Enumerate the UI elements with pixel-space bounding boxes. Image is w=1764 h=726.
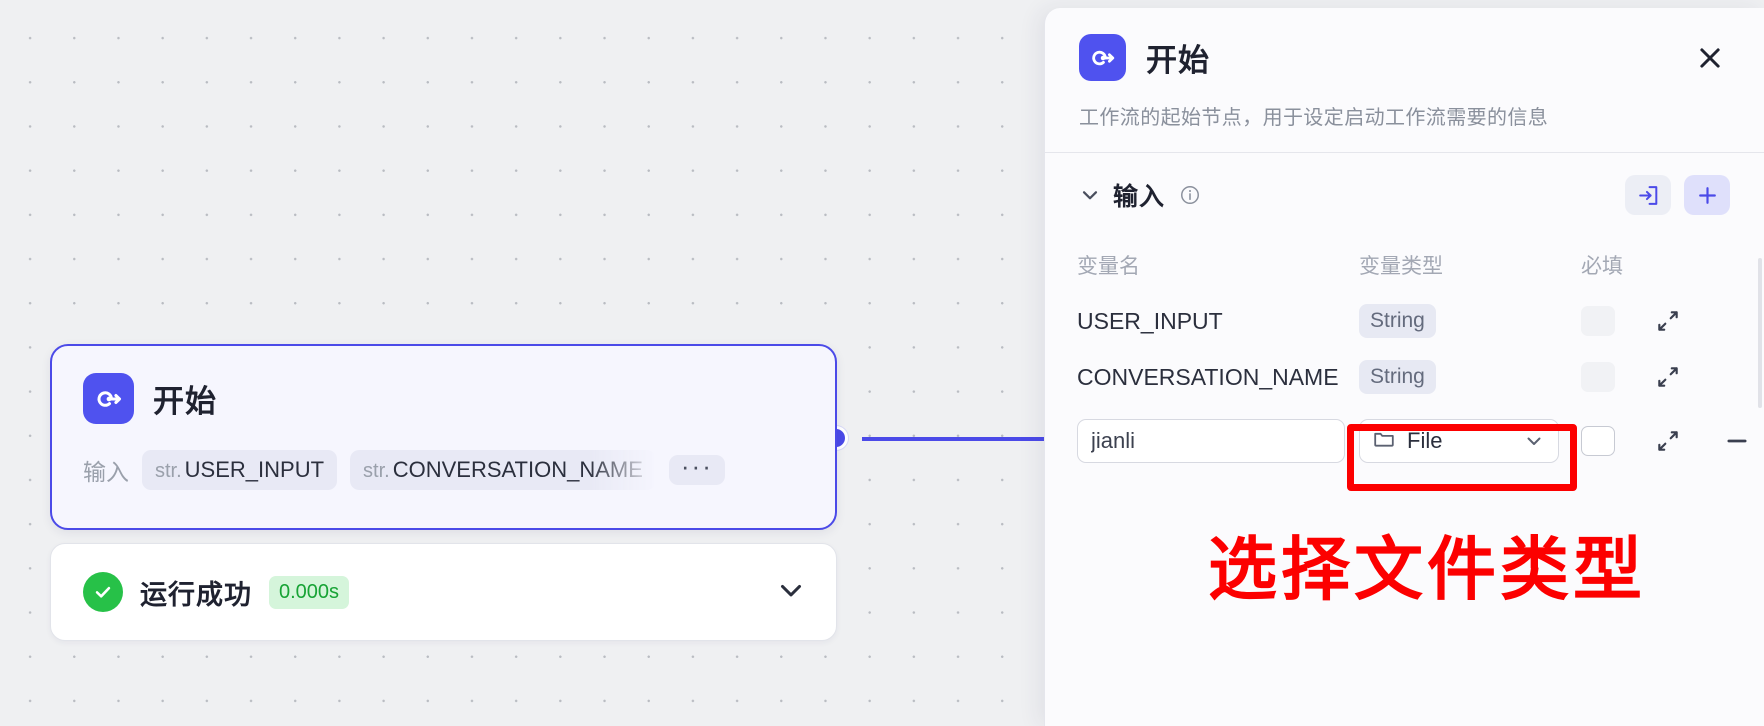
variable-name-cell: USER_INPUT	[1077, 307, 1223, 334]
chevron-down-icon[interactable]	[1522, 429, 1546, 453]
required-cell[interactable]	[1581, 362, 1655, 392]
inputs-section-header: 输入	[1045, 153, 1764, 215]
expand-arrows-icon[interactable]	[1655, 428, 1681, 454]
variable-name-input[interactable]	[1077, 419, 1345, 463]
required-checkbox[interactable]	[1581, 362, 1615, 392]
chevron-down-icon[interactable]	[774, 573, 808, 612]
required-cell[interactable]	[1581, 426, 1655, 456]
start-flow-icon	[1079, 34, 1126, 81]
panel-description: 工作流的起始节点，用于设定启动工作流需要的信息	[1079, 107, 1549, 129]
required-checkbox[interactable]	[1581, 426, 1615, 456]
panel-scrollbar[interactable]	[1758, 258, 1762, 408]
variable-type-select[interactable]: File	[1359, 419, 1559, 463]
variable-type-cell: String	[1359, 360, 1581, 394]
panel-divider	[1045, 152, 1764, 153]
panel-title: 开始	[1146, 43, 1210, 78]
inputs-table: 变量名 变量类型 必填 USER_INPUT String	[1045, 237, 1764, 477]
node-detail-panel: 开始 工作流的起始节点，用于设定启动工作流需要的信息 输入	[1044, 8, 1764, 726]
run-status-card[interactable]: 运行成功 0.000s	[50, 543, 837, 641]
row-actions	[1655, 364, 1717, 390]
required-cell[interactable]	[1581, 306, 1655, 336]
check-circle-icon	[83, 572, 123, 612]
chevron-down-icon[interactable]	[1077, 182, 1103, 208]
workflow-canvas[interactable]: 开始 输入 str. USER_INPUT str. CONVERSATION_…	[0, 0, 1052, 726]
table-row[interactable]: USER_INPUT String	[1077, 293, 1730, 349]
run-duration-badge: 0.000s	[269, 575, 350, 609]
variable-name-input-cell	[1077, 419, 1359, 463]
start-node-header: 开始	[52, 346, 835, 424]
row-remove-slot	[1717, 427, 1751, 455]
expand-arrows-icon[interactable]	[1655, 308, 1681, 334]
column-header-required: 必填	[1581, 255, 1623, 278]
type-pill: String	[1359, 304, 1436, 338]
variable-name-cell: CONVERSATION_NAME	[1077, 363, 1339, 390]
minus-icon[interactable]	[1723, 427, 1751, 455]
close-icon[interactable]	[1690, 38, 1730, 78]
table-row[interactable]: CONVERSATION_NAME String	[1077, 349, 1730, 405]
workflow-edge	[862, 437, 1052, 441]
required-checkbox[interactable]	[1581, 306, 1615, 336]
expand-arrows-icon[interactable]	[1655, 364, 1681, 390]
table-row-editable[interactable]: File	[1077, 405, 1747, 477]
annotation-text: 选择文件类型	[1208, 530, 1646, 610]
column-header-name: 变量名	[1077, 255, 1140, 278]
run-status-text: 运行成功	[140, 579, 252, 610]
plus-icon[interactable]	[1684, 175, 1730, 215]
variable-type-cell: String	[1359, 304, 1581, 338]
start-node-title: 开始	[153, 384, 217, 419]
node-inputs-label: 输入	[83, 459, 129, 485]
inputs-section-actions	[1625, 175, 1730, 215]
inputs-section-title: 输入	[1113, 183, 1166, 211]
row-actions	[1655, 428, 1717, 454]
type-pill: String	[1359, 360, 1436, 394]
variable-type-select-cell: File	[1359, 419, 1581, 463]
variable-name: USER_INPUT	[184, 457, 325, 482]
import-icon[interactable]	[1625, 175, 1671, 215]
node-variable-chip[interactable]: str. USER_INPUT	[142, 450, 338, 490]
variable-type-prefix: str.	[363, 460, 390, 482]
node-variables-overflow-button[interactable]: ···	[668, 453, 725, 485]
column-header-type: 变量类型	[1359, 255, 1443, 278]
info-icon[interactable]	[1179, 184, 1201, 206]
node-variable-chip[interactable]: str. CONVERSATION_NAME	[350, 450, 656, 490]
start-node-card[interactable]: 开始 输入 str. USER_INPUT str. CONVERSATION_…	[50, 344, 837, 530]
start-flow-icon	[83, 373, 134, 424]
row-actions	[1655, 308, 1717, 334]
table-header-row: 变量名 变量类型 必填	[1077, 237, 1730, 293]
panel-header: 开始 工作流的起始节点，用于设定启动工作流需要的信息	[1045, 8, 1764, 130]
variable-type-prefix: str.	[155, 460, 182, 482]
folder-icon	[1372, 427, 1396, 456]
selected-type-label: File	[1407, 428, 1443, 453]
variable-name: CONVERSATION_NAME	[392, 457, 643, 482]
start-node-variables: 输入 str. USER_INPUT str. CONVERSATION_NAM…	[52, 424, 835, 490]
